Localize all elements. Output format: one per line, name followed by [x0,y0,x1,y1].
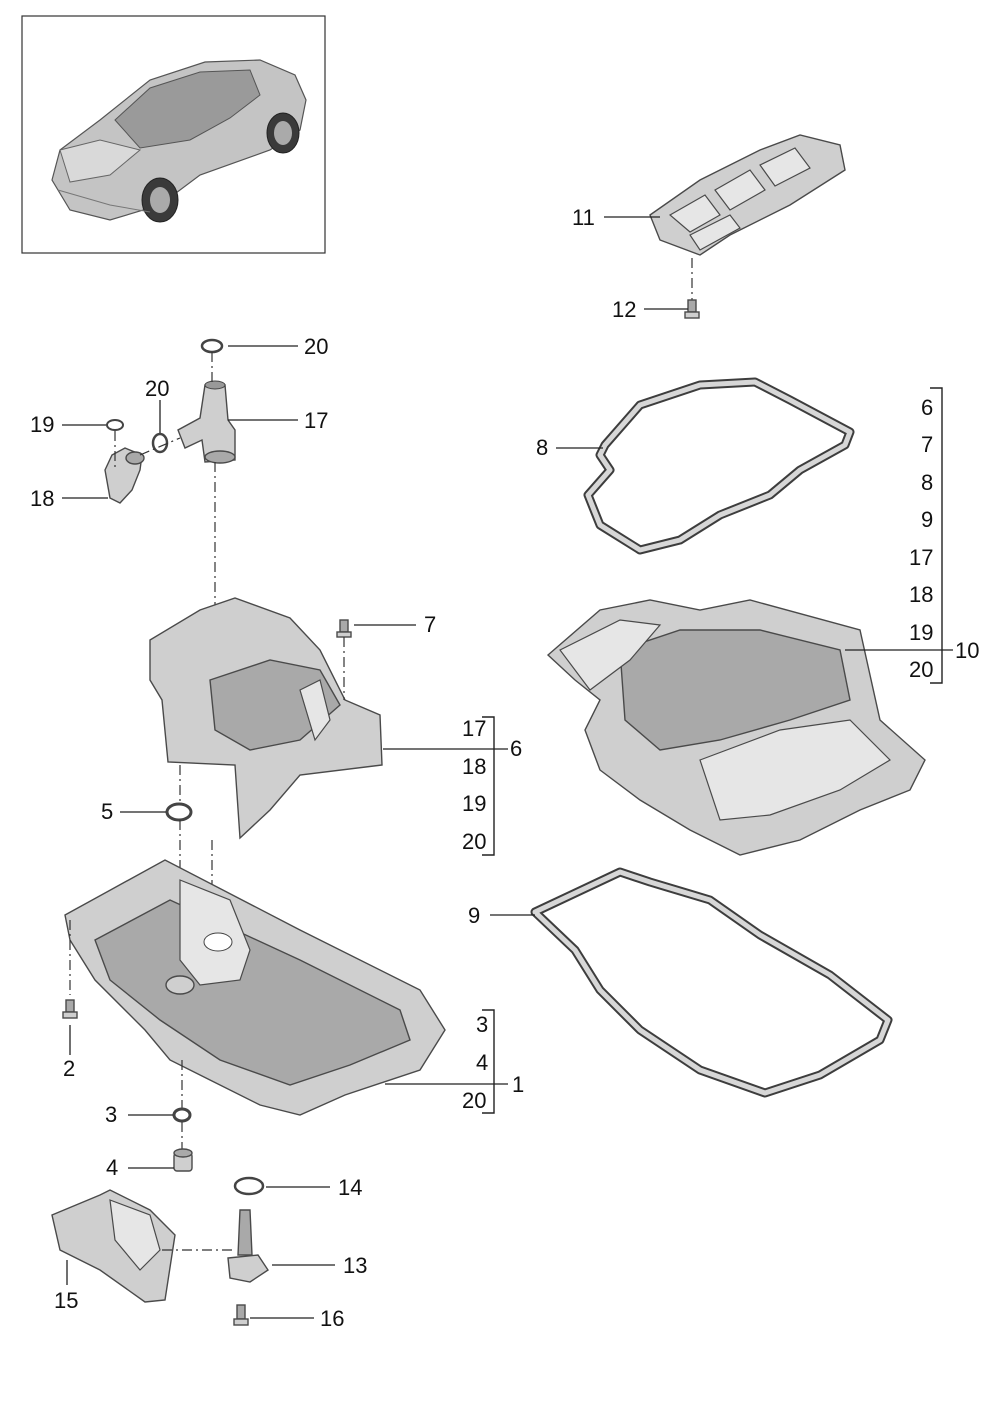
callout-18: 18 [30,486,54,511]
part-20-oring-side[interactable] [151,432,169,454]
part-4-drain-plug[interactable] [173,1148,193,1172]
callout-8: 8 [536,435,548,460]
callout-20-top: 20 [304,334,328,359]
callout-20-side: 20 [145,376,169,401]
group-1-list: 3 4 20 [462,1012,488,1113]
part-2-bolt[interactable] [62,999,78,1019]
group-10-item: 17 [909,545,933,570]
callout-10: 10 [955,638,979,663]
callout-9: 9 [468,903,480,928]
callout-4: 4 [106,1155,118,1180]
group-10-item: 19 [909,620,933,645]
callout-7: 7 [424,612,436,637]
vehicle-thumbnail[interactable] [21,15,326,254]
group-10-item: 9 [921,507,933,532]
part-20-oring-top[interactable] [200,338,224,354]
callout-16: 16 [320,1306,344,1331]
callout-19: 19 [30,412,54,437]
part-10-upper-oil-pan[interactable] [546,599,926,856]
group-1-item: 20 [462,1088,486,1113]
group-1-item: 3 [476,1012,488,1037]
part-9-gasket[interactable] [530,867,893,1098]
callout-5: 5 [101,799,113,824]
callout-1: 1 [512,1072,524,1097]
part-3-sealing-ring[interactable] [172,1107,192,1123]
group-10-item: 6 [921,395,933,420]
part-12-bolt[interactable] [684,299,700,319]
part-8-gasket[interactable] [583,377,855,555]
group-10-item: 8 [921,470,933,495]
bracket-group-10 [930,387,943,684]
callout-15: 15 [54,1288,78,1313]
bracket-group-6 [482,716,495,856]
bracket-group-1 [482,1009,495,1114]
callout-14: 14 [338,1175,362,1200]
part-6-oil-baffle[interactable] [149,597,383,840]
part-17-oil-pipe-elbow[interactable] [177,380,236,464]
part-18-oil-pipe[interactable] [104,447,145,504]
group-6-item: 18 [462,754,486,779]
callout-17: 17 [304,408,328,433]
part-11-baffle-insert[interactable] [649,134,846,256]
part-16-bolt[interactable] [233,1304,249,1326]
callout-12: 12 [612,297,636,322]
group-1-item: 4 [476,1050,488,1075]
group-10-list: 6 7 8 9 17 18 19 20 [909,395,933,682]
car-illustration [51,59,307,223]
callout-11: 11 [572,205,595,230]
part-14-seal[interactable] [233,1176,265,1196]
group-10-item: 7 [921,432,933,457]
part-1-lower-oil-pan[interactable] [64,859,446,1116]
callout-6: 6 [510,736,522,761]
callout-2: 2 [63,1056,75,1081]
group-10-item: 18 [909,582,933,607]
group-6-item: 19 [462,791,486,816]
part-13-oil-level-sensor[interactable] [227,1209,269,1283]
group-6-item: 17 [462,716,486,741]
part-15-shield[interactable] [51,1189,176,1303]
group-10-item: 20 [909,657,933,682]
part-19-oring[interactable] [106,419,124,431]
part-5-oring[interactable] [165,802,193,822]
part-7-bolt[interactable] [336,619,352,638]
group-6-item: 20 [462,829,486,854]
callout-3: 3 [105,1102,117,1127]
callout-13: 13 [343,1253,367,1278]
group-6-list: 17 18 19 20 [462,716,486,854]
